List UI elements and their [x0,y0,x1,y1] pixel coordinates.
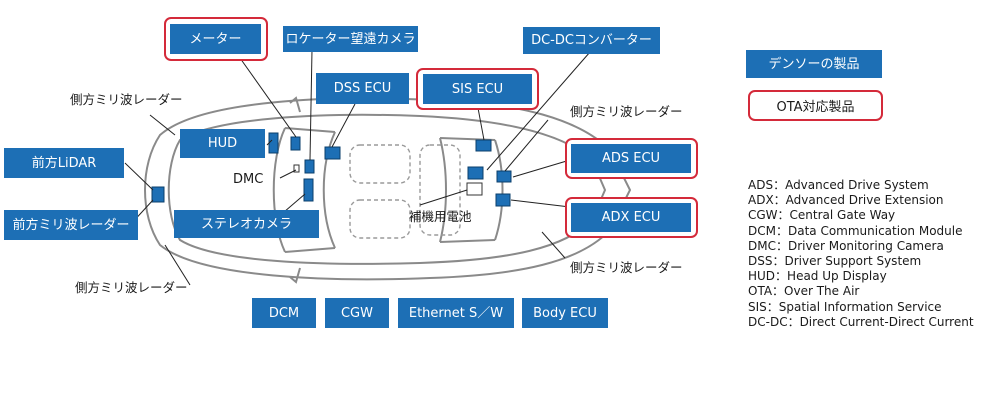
abbreviation-item: DCM：Data Communication Module [748,223,963,238]
adx-ecu-marker [495,193,511,207]
leader-lines [124,49,591,286]
abbreviation-item: ADX：Advanced Drive Extension [748,193,944,208]
abbreviation-item: HUD：Head Up Display [748,269,887,284]
meter-label: メーター [170,24,261,54]
locator-camera-label: ロケーター望遠カメラ [283,26,418,52]
abbreviation-item: DSS：Driver Support System [748,254,922,269]
dmc-label: DMC [233,172,264,187]
stereo-camera-marker [303,178,314,202]
stereo-camera-label: ステレオカメラ [174,210,319,238]
abbreviation-item: SIS：Spatial Information Service [748,299,942,314]
front-lidar-label: 前方LiDAR [4,148,124,178]
sis-ecu-label: SIS ECU [423,74,532,104]
dss-ecu-marker [324,146,341,160]
body-ecu-label: Body ECU [522,298,608,328]
sis-ecu-marker [475,139,492,152]
ads-ecu-marker-1 [467,166,484,180]
locator-camera-marker [304,159,315,174]
aux-battery-marker [466,182,483,196]
ethernet-sw-label: Ethernet S／W [398,298,514,328]
car-seats-outline [349,144,461,239]
abbreviation-item: DMC：Driver Monitoring Camera [748,238,944,253]
side-radar-label-top-right: 側方ミリ波レーダー [570,104,683,119]
side-radar-label-bottom-right: 側方ミリ波レーダー [570,260,683,275]
abbreviation-list: ADS：Advanced Drive System ADX：Advanced D… [748,178,974,330]
meter-marker [290,136,301,151]
cgw-label: CGW [325,298,389,328]
adx-ecu-label: ADX ECU [571,203,691,232]
abbreviation-item: ADS：Advanced Drive System [748,178,929,192]
ads-ecu-label: ADS ECU [571,144,691,173]
legend-denso-product: デンソーの製品 [746,50,882,78]
lidar-marker [151,186,165,203]
dss-ecu-label: DSS ECU [316,73,409,104]
abbreviation-item: CGW：Central Gate Way [748,208,896,223]
dcm-label: DCM [252,298,316,328]
abbreviation-item: DC-DC：Direct Current-Direct Current [748,314,974,329]
side-radar-label-bottom-left: 側方ミリ波レーダー [75,280,188,295]
hud-label: HUD [180,129,265,158]
aux-battery-label: 補機用電池 [409,209,472,224]
car-body-outline [144,96,632,284]
side-radar-label-top-left: 側方ミリ波レーダー [70,92,183,107]
dmc-marker [293,164,300,173]
abbreviation-item: OTA：Over The Air [748,284,860,299]
front-radar-label: 前方ミリ波レーダー [4,210,138,240]
dc-dc-converter-label: DC-DCコンバーター [523,27,660,54]
hud-marker [268,132,279,154]
ads-ecu-marker-2 [496,170,512,183]
legend-ota-product: OTA対応製品 [748,90,883,121]
